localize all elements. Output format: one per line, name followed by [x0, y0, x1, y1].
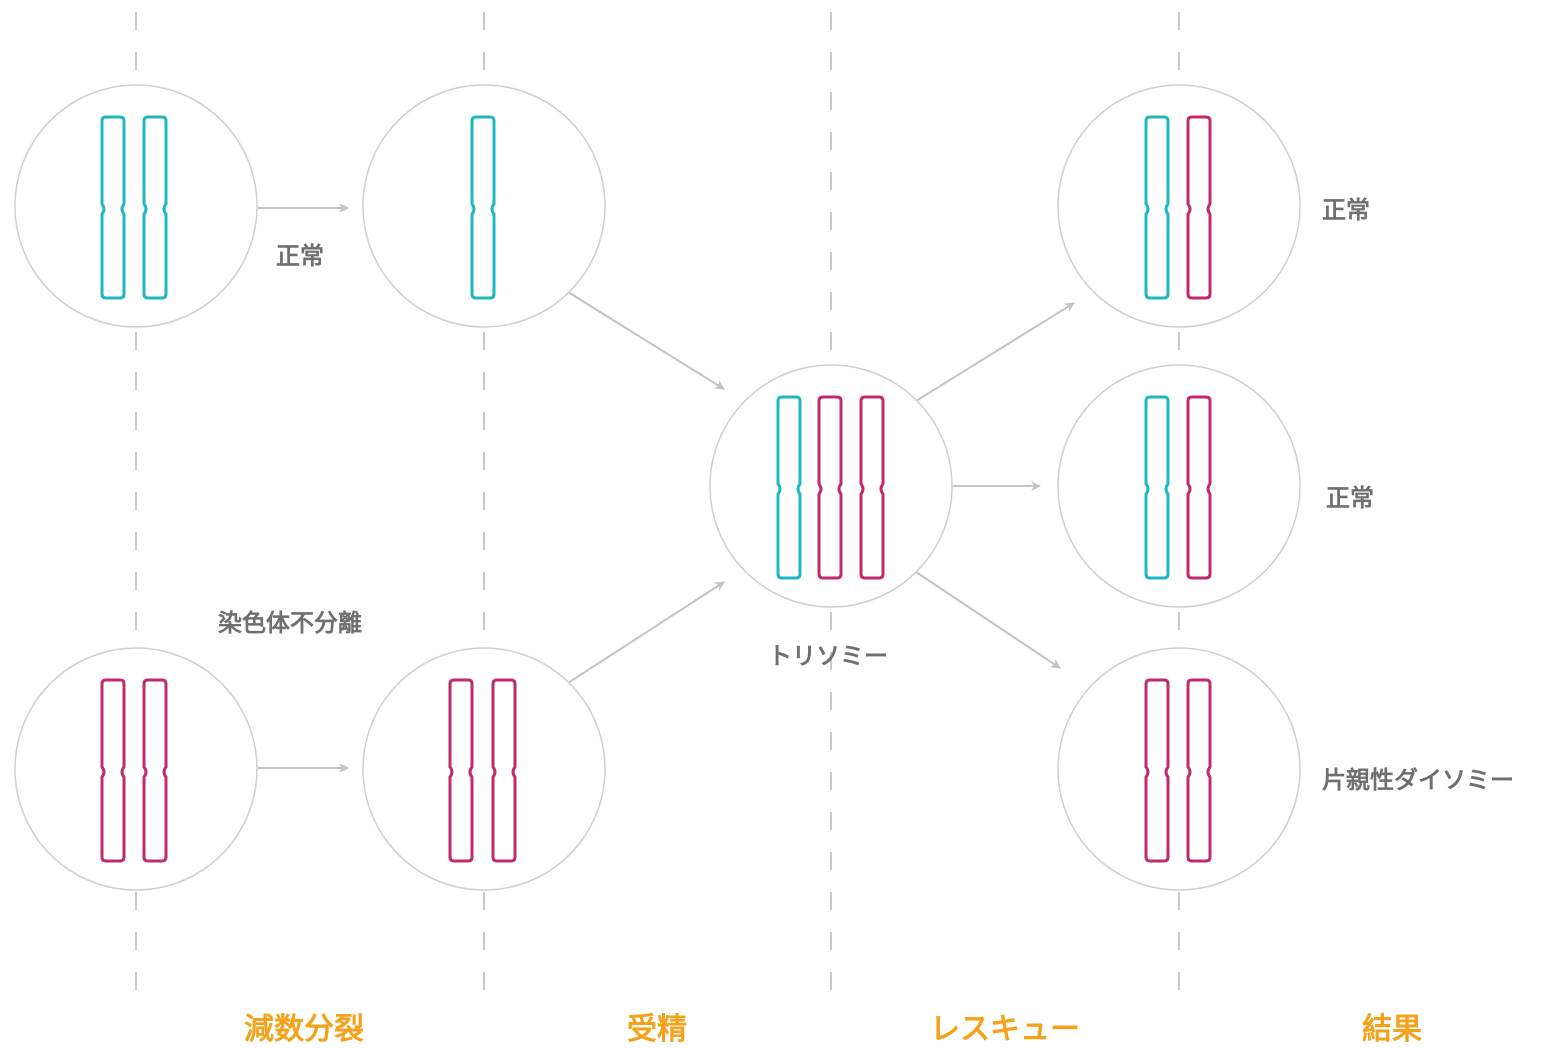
- arrows: [258, 203, 1075, 773]
- maternal-chromosome: [1186, 395, 1212, 580]
- cell-result-2: [1057, 364, 1301, 608]
- cells: [14, 84, 1301, 891]
- stage-label-meiosis: 減数分裂: [244, 1012, 364, 1047]
- paternal-chromosome: [1144, 395, 1170, 580]
- cell-outline: [709, 364, 953, 608]
- cell-outline: [14, 647, 258, 891]
- arrow-5: [915, 302, 1075, 402]
- cell-outline: [362, 84, 606, 328]
- cell-meiosis-bottom: [14, 647, 258, 891]
- cell-gamete-top: [362, 84, 606, 328]
- stage-label-fertilization: 受精: [627, 1012, 687, 1047]
- label-nondisjunction: 染色体不分離: [218, 609, 362, 637]
- paternal-chromosome: [100, 115, 126, 300]
- label-normal-meiosis: 正常: [276, 242, 324, 270]
- maternal-chromosome: [859, 395, 885, 580]
- paternal-chromosome: [1144, 115, 1170, 300]
- cell-gamete-bottom: [362, 647, 606, 891]
- outcome-label-3: 片親性ダイソミー: [1322, 766, 1514, 794]
- arrow-7: [915, 571, 1061, 669]
- cell-outline: [362, 647, 606, 891]
- cell-result-3: [1057, 647, 1301, 891]
- cell-result-1: [1057, 84, 1301, 328]
- maternal-chromosome: [1144, 678, 1170, 863]
- outcome-label-2: 正常: [1326, 484, 1374, 512]
- maternal-chromosome: [817, 395, 843, 580]
- paternal-chromosome: [470, 115, 496, 300]
- label-trisomy: トリソミー: [768, 642, 888, 670]
- cell-trisomy-cell: [709, 364, 953, 608]
- stage-dividers: [135, 12, 1180, 1000]
- paternal-chromosome: [142, 115, 168, 300]
- paternal-chromosome: [776, 395, 802, 580]
- maternal-chromosome: [1186, 115, 1212, 300]
- cell-outline: [1057, 364, 1301, 608]
- maternal-chromosome: [1186, 678, 1212, 863]
- maternal-chromosome: [491, 678, 517, 863]
- outcome-label-1: 正常: [1322, 196, 1370, 224]
- cell-outline: [1057, 647, 1301, 891]
- cell-outline: [14, 84, 258, 328]
- stage-label-result: 結果: [1362, 1012, 1422, 1047]
- maternal-chromosome: [142, 678, 168, 863]
- arrow-4: [567, 581, 725, 684]
- maternal-chromosome: [448, 678, 474, 863]
- cell-meiosis-top: [14, 84, 258, 328]
- cell-outline: [1057, 84, 1301, 328]
- maternal-chromosome: [100, 678, 126, 863]
- stage-label-rescue: レスキュー: [930, 1012, 1080, 1047]
- arrow-3: [567, 291, 725, 390]
